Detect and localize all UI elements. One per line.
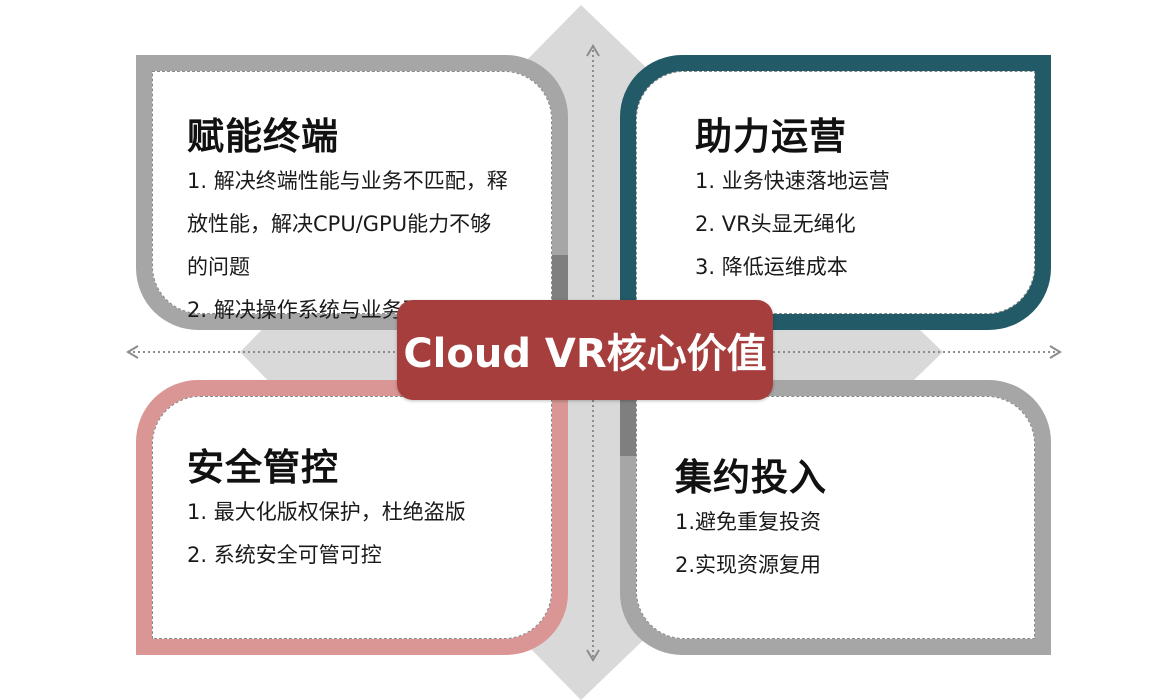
list-item: 放性能，解决CPU/GPU能力不够	[187, 212, 492, 236]
list-item: 1. 最大化版权保护，杜绝盗版	[187, 500, 466, 524]
list-item: 2. VR头显无绳化	[695, 212, 856, 236]
list-item: 1. 解决终端性能与业务不匹配，释	[187, 169, 508, 193]
list-item: 2.实现资源复用	[675, 553, 822, 577]
down-arrow-icon	[586, 649, 600, 662]
center-title-badge: Cloud VR核心价值	[397, 300, 773, 400]
quadrant-security-control: 安全管控 1. 最大化版权保护，杜绝盗版 2. 系统安全可管可控	[136, 380, 568, 655]
quadrant-card: 集约投入 1.避免重复投资 2.实现资源复用	[636, 396, 1035, 639]
quadrant-list: 1. 最大化版权保护，杜绝盗版 2. 系统安全可管可控	[187, 491, 557, 577]
list-item: 1. 业务快速落地运营	[695, 169, 890, 193]
right-arrow-icon	[1049, 345, 1062, 359]
quadrant-list: 1.避免重复投资 2.实现资源复用	[675, 501, 1015, 587]
quadrant-list: 1. 业务快速落地运营 2. VR头显无绳化 3. 降低运维成本	[695, 160, 1035, 289]
quadrant-assist-operations: 助力运营 1. 业务快速落地运营 2. VR头显无绳化 3. 降低运维成本	[620, 55, 1051, 330]
quadrant-title: 安全管控	[187, 446, 339, 489]
quadrant-title: 赋能终端	[187, 115, 339, 158]
left-arrow-icon	[126, 345, 139, 359]
quadrant-card: 赋能终端 1. 解决终端性能与业务不匹配，释 放性能，解决CPU/GPU能力不够…	[152, 71, 552, 322]
quadrant-title: 集约投入	[675, 456, 827, 499]
quadrant-card: 安全管控 1. 最大化版权保护，杜绝盗版 2. 系统安全可管可控	[152, 396, 552, 639]
list-item: 3. 降低运维成本	[695, 255, 848, 279]
quadrant-empower-terminal: 赋能终端 1. 解决终端性能与业务不匹配，释 放性能，解决CPU/GPU能力不够…	[136, 55, 568, 330]
quadrant-card: 助力运营 1. 业务快速落地运营 2. VR头显无绳化 3. 降低运维成本	[636, 71, 1035, 314]
quadrant-title: 助力运营	[695, 115, 847, 158]
list-item: 1.避免重复投资	[675, 510, 822, 534]
center-title: Cloud VR核心价值	[403, 331, 767, 377]
list-item: 的问题	[187, 255, 250, 279]
up-arrow-icon	[586, 44, 600, 57]
list-item: 2. 系统安全可管可控	[187, 543, 382, 567]
quadrant-intensive-investment: 集约投入 1.避免重复投资 2.实现资源复用	[620, 380, 1051, 655]
